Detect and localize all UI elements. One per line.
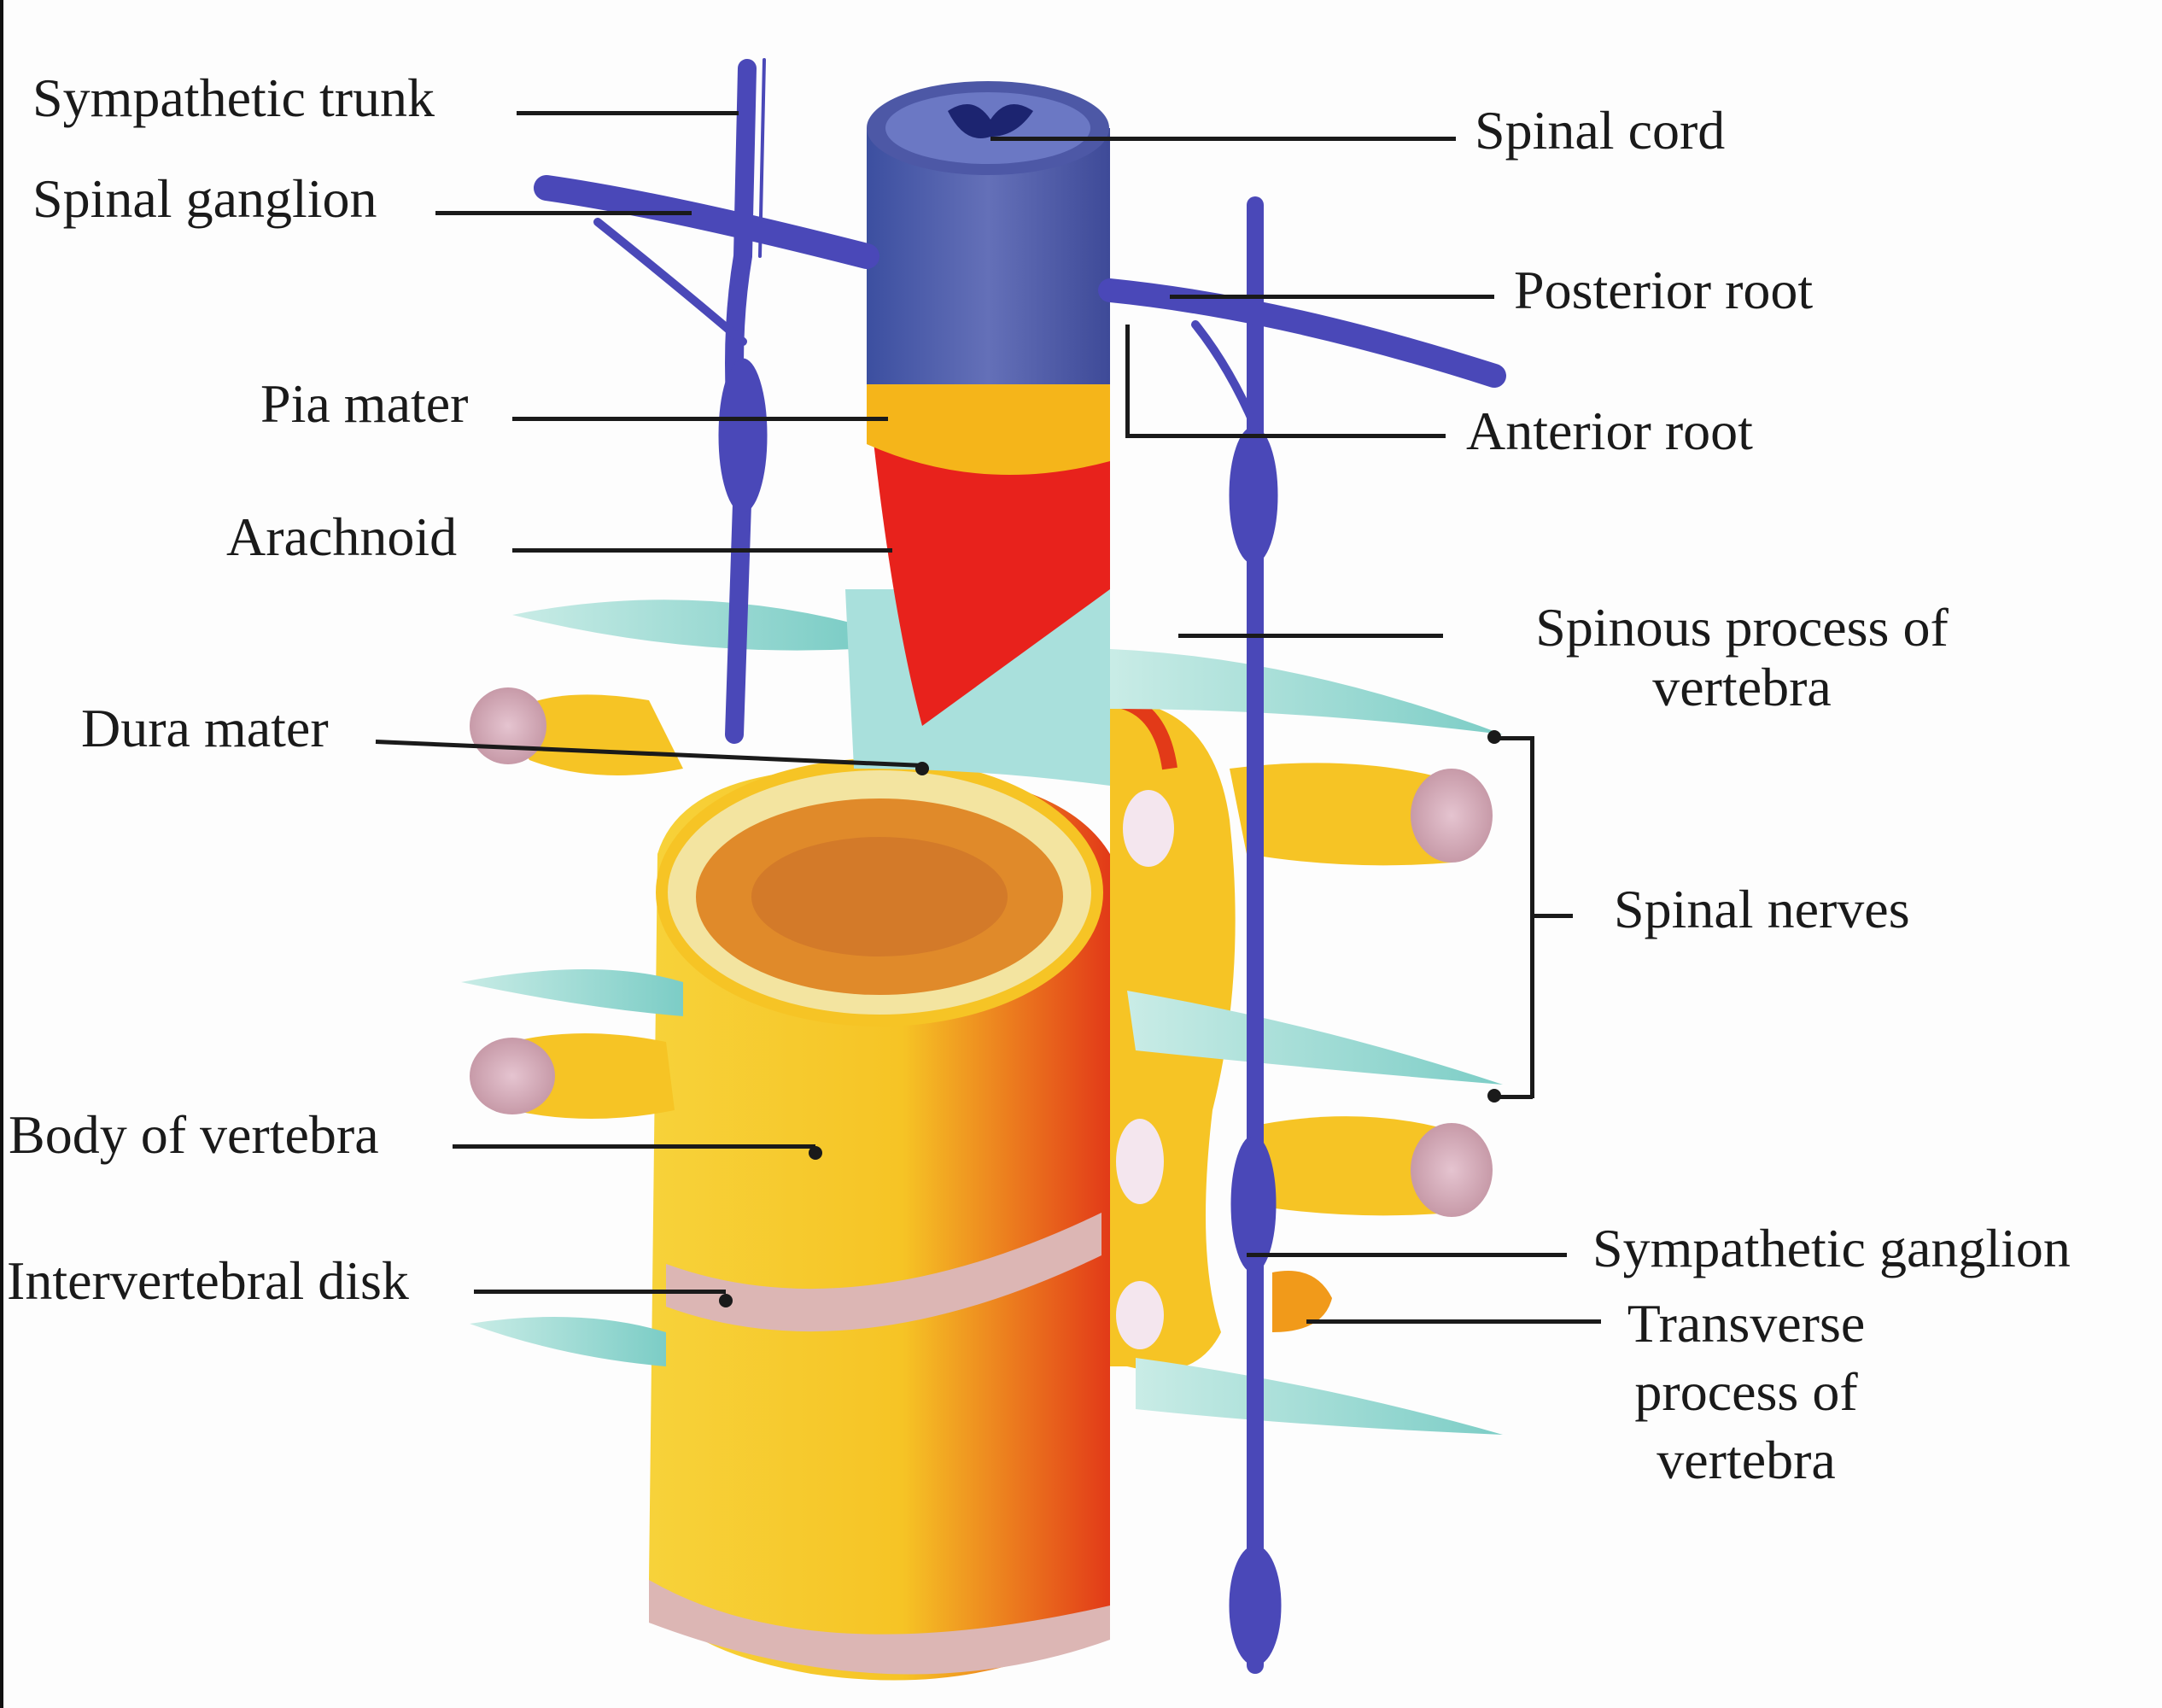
leader-spinal-nerves-top (1494, 736, 1533, 740)
leader-spinal-cord (990, 137, 1456, 141)
leader-spinal-ganglion (435, 211, 692, 215)
transverse-processes-left (470, 687, 683, 1119)
label-transverse-process: Transverse process of vertebra (1627, 1293, 1866, 1490)
leader-posterior-root (1170, 295, 1494, 299)
label-sympathetic-trunk: Sympathetic trunk (32, 67, 435, 128)
spinous-processes (461, 600, 1503, 1435)
leader-arachnoid (512, 548, 892, 553)
leader-spinal-nerves (1530, 914, 1573, 918)
transverse-processes-right (1230, 763, 1493, 1332)
leader-body-of-vertebra (453, 1144, 815, 1149)
leader-transverse-process (1306, 1319, 1601, 1324)
vertebral-body (649, 758, 1110, 1681)
label-spinal-ganglion: Spinal ganglion (32, 168, 377, 229)
leader-spinal-nerves-bottom (1494, 1095, 1533, 1099)
page-edge-rule (0, 0, 3, 1708)
label-dura-mater: Dura mater (81, 698, 329, 758)
label-anterior-root: Anterior root (1466, 401, 1753, 461)
label-sympathetic-ganglion: Sympathetic ganglion (1592, 1218, 2071, 1278)
leader-spinous-process (1178, 634, 1443, 638)
meninges (867, 376, 1110, 726)
leader-sympathetic-trunk (517, 111, 739, 115)
label-posterior-root: Posterior root (1514, 260, 1814, 320)
label-arachnoid: Arachnoid (226, 506, 458, 567)
leader-intervertebral-disk (474, 1290, 726, 1294)
leader-sympathetic-ganglion (1247, 1253, 1567, 1257)
label-spinal-cord: Spinal cord (1475, 100, 1726, 161)
leader-anterior-root (1125, 434, 1446, 438)
label-body-of-vertebra: Body of vertebra (9, 1104, 379, 1165)
label-spinal-nerves: Spinal nerves (1614, 879, 1910, 939)
label-spinous-process: Spinous process of vertebra (1535, 597, 1949, 718)
label-pia-mater: Pia mater (260, 373, 469, 434)
leader-pia-mater (512, 417, 888, 421)
leader-anterior-root-vertical (1125, 325, 1130, 436)
spinal-cord-shape (867, 81, 1110, 384)
label-intervertebral-disk: Intervertebral disk (7, 1250, 409, 1311)
